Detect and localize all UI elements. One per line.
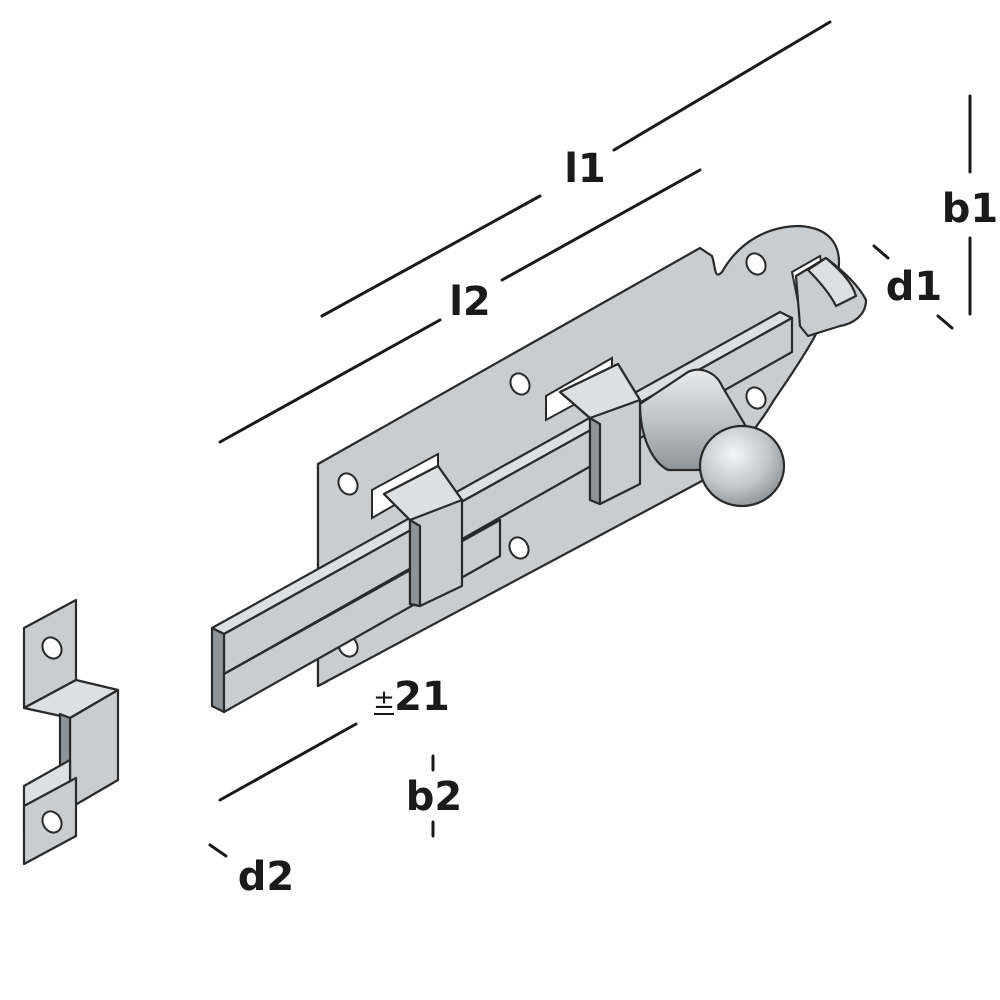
keeper-hole-upper xyxy=(41,636,63,660)
plus-minus-sign: ± xyxy=(373,685,395,715)
bolt-end-face xyxy=(210,626,226,714)
l2-label: l2 xyxy=(449,279,491,325)
l1-line-left xyxy=(320,194,542,318)
keeper-strike xyxy=(22,598,120,866)
dimension-d1: d1 xyxy=(872,244,954,330)
guide-strap-middle xyxy=(558,362,642,506)
dimension-b2: b2 xyxy=(218,722,462,838)
b2-diagonal-line xyxy=(218,722,358,802)
guide-left-side xyxy=(408,518,422,608)
knob-ball xyxy=(698,424,786,508)
plate-hole-top-left xyxy=(337,472,359,496)
keeper-hole-lower xyxy=(41,810,63,834)
dimension-d2: d2 xyxy=(208,843,294,900)
guide-loop-right xyxy=(794,256,868,338)
bolt-knob-handle xyxy=(638,368,786,508)
l1-label: l1 xyxy=(564,146,606,192)
l2-line-left xyxy=(218,318,442,444)
d1-tick-top xyxy=(872,244,890,260)
loop-right-top xyxy=(806,256,858,308)
tolerance-value: 21 xyxy=(394,674,450,720)
plate-hole-top-right xyxy=(745,252,767,276)
guide-left-top xyxy=(382,464,464,522)
l2-line-right xyxy=(500,168,702,282)
d1-label: d1 xyxy=(886,264,942,310)
dimension-tolerance: ± 21 xyxy=(373,674,450,720)
b2-label: b2 xyxy=(406,774,462,820)
plate-hole-top-middle xyxy=(509,372,531,396)
dimension-l1: l1 xyxy=(320,20,832,318)
dimension-l2: l2 xyxy=(218,168,702,444)
l1-line-right xyxy=(612,20,832,152)
d2-tick xyxy=(208,843,228,858)
guide-middle-side xyxy=(588,416,602,506)
plate-hole-bottom-middle xyxy=(508,536,530,560)
dimension-b1: b1 xyxy=(942,94,998,316)
guide-middle-top xyxy=(558,362,642,420)
b1-label: b1 xyxy=(942,186,998,232)
d1-tick-bottom xyxy=(936,314,954,330)
guide-strap-left xyxy=(382,464,464,608)
plate-hole-bottom-right xyxy=(745,386,767,410)
d2-label: d2 xyxy=(238,854,294,900)
